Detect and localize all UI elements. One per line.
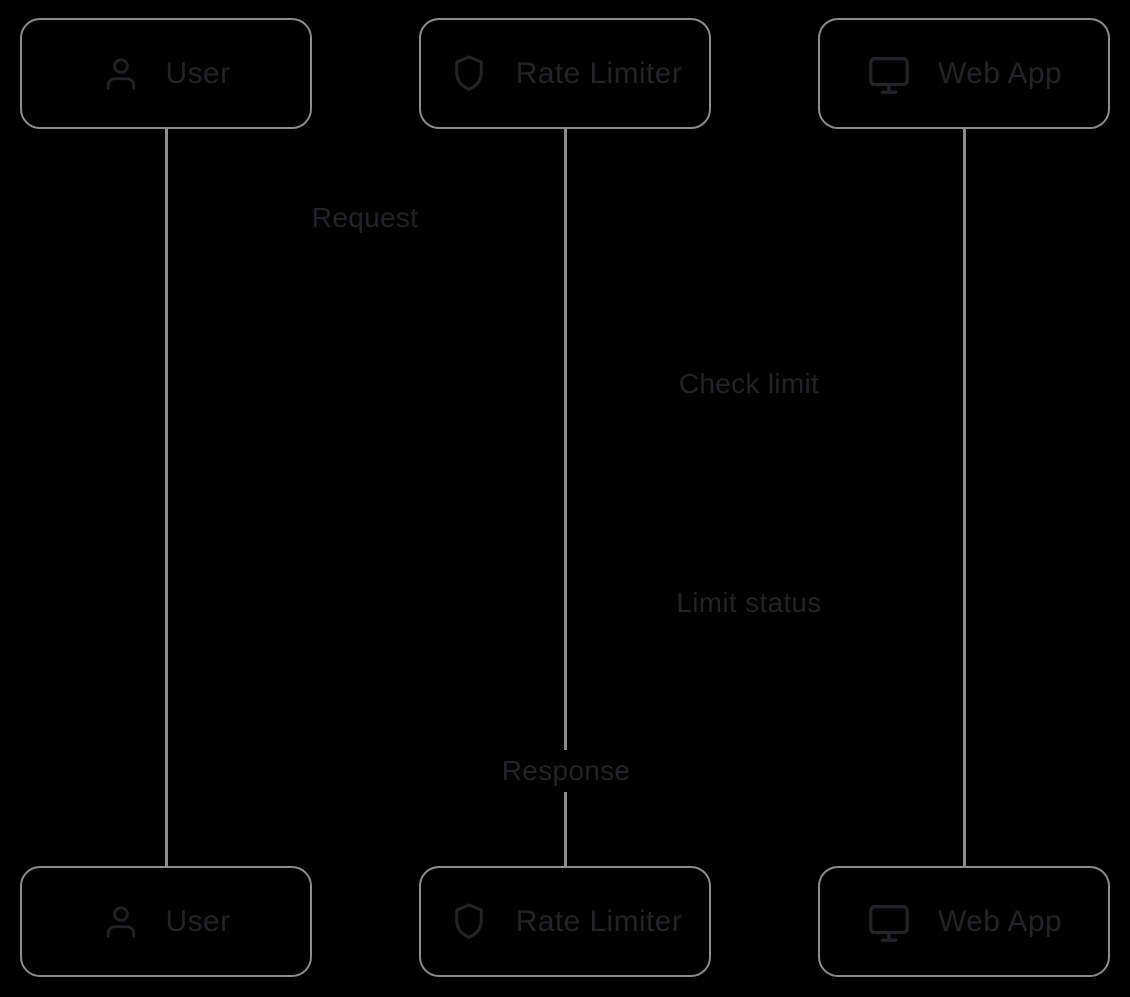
- lifeline-user: [164, 129, 168, 866]
- participant-web-app-top: Web App: [818, 18, 1110, 129]
- message-label-check-limit: Check limit: [678, 368, 820, 399]
- user-icon: [102, 55, 140, 93]
- participant-label: User: [165, 56, 231, 90]
- monitor-icon: [866, 899, 912, 945]
- participant-user-bottom: User: [20, 866, 312, 977]
- participant-label: Web App: [937, 56, 1062, 90]
- shield-icon: [448, 901, 490, 943]
- lifeline-rate-limiter: [563, 129, 567, 866]
- participant-label: User: [165, 904, 231, 938]
- participant-web-app-bottom: Web App: [818, 866, 1110, 977]
- participant-label: Rate Limiter: [515, 56, 683, 90]
- user-icon: [102, 903, 140, 941]
- lifeline-web-app: [962, 129, 966, 866]
- participant-label: Rate Limiter: [515, 904, 683, 938]
- monitor-icon: [866, 51, 912, 97]
- message-label-response: Response: [489, 750, 643, 792]
- participant-rate-limiter-bottom: Rate Limiter: [419, 866, 711, 977]
- participant-user-top: User: [20, 18, 312, 129]
- message-label-request: Request: [311, 202, 419, 233]
- shield-icon: [448, 53, 490, 95]
- participant-rate-limiter-top: Rate Limiter: [419, 18, 711, 129]
- participant-label: Web App: [937, 904, 1062, 938]
- message-label-limit-status: Limit status: [676, 587, 822, 618]
